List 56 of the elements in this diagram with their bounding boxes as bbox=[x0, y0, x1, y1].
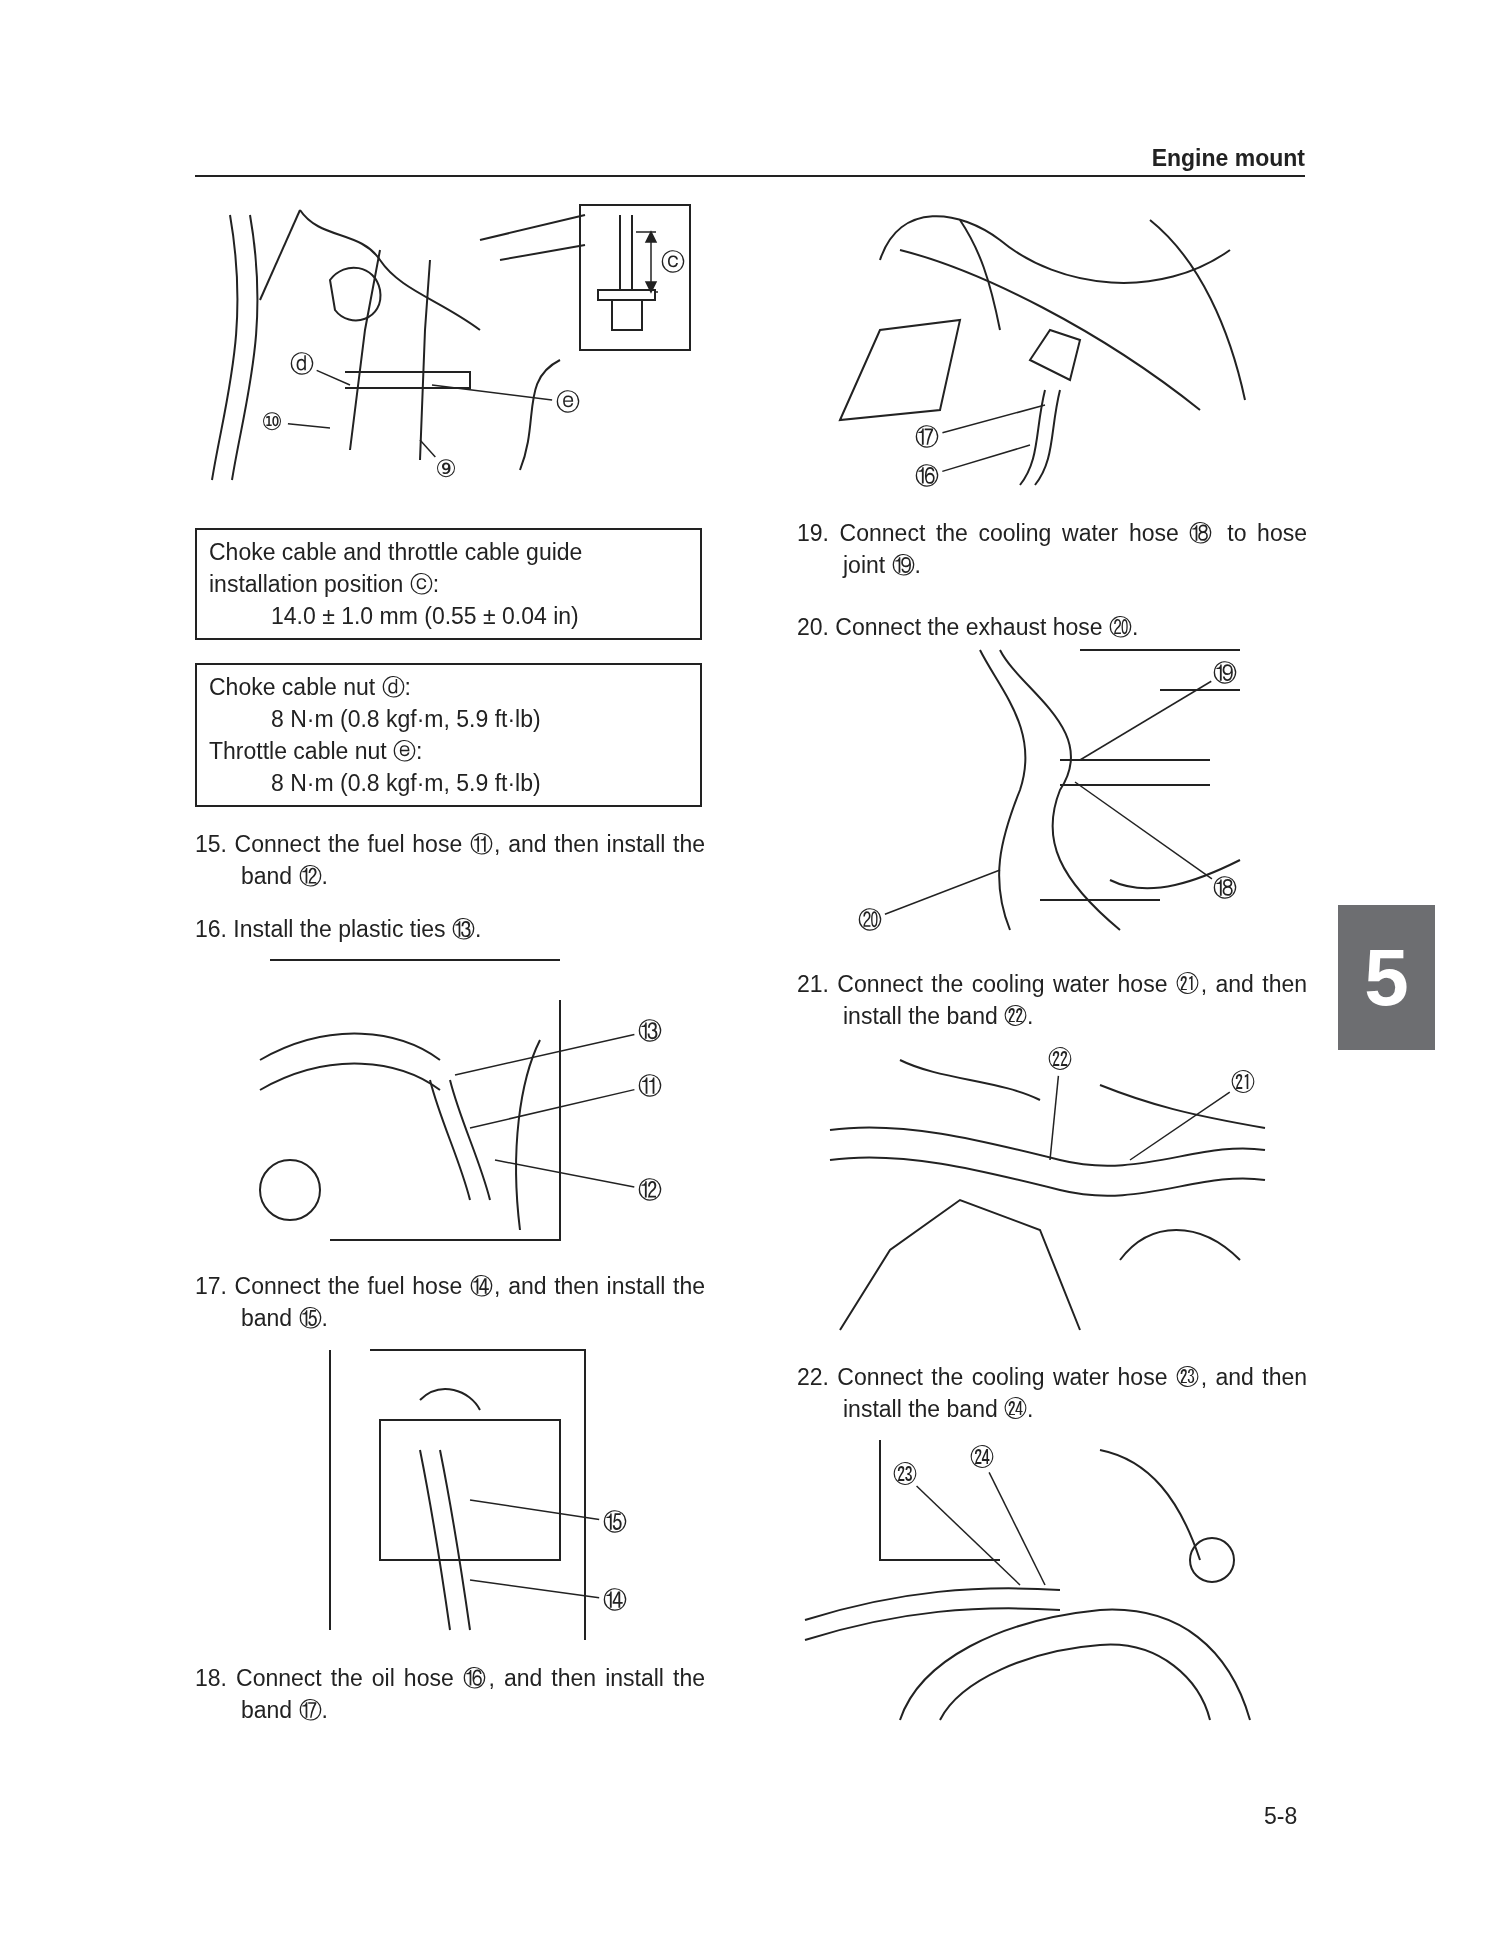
callout-number: ㉒ bbox=[1046, 1046, 1074, 1074]
spec-box bbox=[195, 663, 702, 807]
leader-line bbox=[1079, 680, 1213, 761]
page-heading: Engine mount bbox=[1151, 144, 1305, 173]
callout-number: ⑯ bbox=[913, 462, 941, 490]
step-text: 17. Connect the fuel hose ⑭, and then install the band ⑮. bbox=[195, 1272, 705, 1333]
callout-number: ⑬ bbox=[636, 1017, 664, 1045]
callout-number: ⑫ bbox=[636, 1176, 664, 1204]
spec-value: 8 N·m (0.8 kgf·m, 5.9 ft·lb) bbox=[271, 769, 542, 798]
leader-line bbox=[915, 1485, 1021, 1586]
callout-number: ⓓ bbox=[288, 350, 316, 378]
step-text: 21. Connect the cooling water hose ㉑, and then install the band ㉒. bbox=[797, 970, 1307, 1031]
callout-number: ㉔ bbox=[968, 1444, 996, 1472]
leader-line bbox=[431, 384, 553, 401]
page-number: 5-8 bbox=[1264, 1802, 1298, 1831]
step-text: 22. Connect the cooling water hose ㉓, and then install the band ㉔. bbox=[797, 1363, 1307, 1424]
dimension-label: ⓒ bbox=[660, 248, 686, 276]
callout-number: ⑩ bbox=[258, 408, 286, 436]
spec-box bbox=[195, 528, 702, 640]
step-text: 18. Connect the oil hose ⑯, and then install the band ⑰. bbox=[195, 1664, 705, 1725]
leader-line bbox=[941, 404, 1046, 434]
callout-number: ⑱ bbox=[1211, 874, 1239, 902]
step-text: 15. Connect the fuel hose ⑪, and then install the band ⑫. bbox=[195, 830, 705, 891]
spec-value: 8 N·m (0.8 kgf·m, 5.9 ft·lb) bbox=[271, 705, 542, 734]
leader-line bbox=[494, 1159, 636, 1188]
callout-number: ⑰ bbox=[913, 423, 941, 451]
leader-line bbox=[287, 422, 331, 429]
leader-line bbox=[469, 1499, 600, 1521]
leader-line bbox=[988, 1471, 1046, 1586]
spec-label: Choke cable nut ⓓ: bbox=[209, 673, 412, 702]
leader-line bbox=[419, 439, 437, 458]
callout-number: ⑪ bbox=[636, 1072, 664, 1100]
step-text: 16. Install the plastic ties ⑬. bbox=[195, 915, 483, 944]
leader-line bbox=[1074, 781, 1213, 880]
callout-number: ㉑ bbox=[1229, 1069, 1257, 1097]
leader-line bbox=[941, 444, 1031, 473]
step-text: 19. Connect the cooling water hose ⑱ to hose joint ⑲. bbox=[797, 519, 1307, 580]
leader-line bbox=[884, 869, 1001, 915]
callout-number: ⑨ bbox=[432, 455, 460, 483]
leader-line bbox=[469, 1579, 600, 1599]
leader-line bbox=[315, 369, 351, 386]
spec-label: Choke cable and throttle cable guide installation position ⓒ: bbox=[209, 538, 584, 599]
spec-label: Throttle cable nut ⓔ: bbox=[209, 737, 424, 766]
callout-number: ⑭ bbox=[601, 1586, 629, 1614]
callout-number: ⑳ bbox=[856, 906, 884, 934]
leader-line bbox=[1049, 1075, 1060, 1161]
step-text: 20. Connect the exhaust hose ⑳. bbox=[797, 613, 1140, 642]
callout-number: ⑲ bbox=[1211, 659, 1239, 687]
spec-value: 14.0 ± 1.0 mm (0.55 ± 0.04 in) bbox=[271, 602, 580, 631]
leader-line bbox=[1129, 1091, 1231, 1161]
leader-line bbox=[454, 1033, 636, 1076]
callout-number: ⑮ bbox=[601, 1508, 629, 1536]
callout-number: ⓔ bbox=[554, 388, 582, 416]
chapter-tab: 5 bbox=[1338, 905, 1435, 1050]
leader-line bbox=[469, 1088, 636, 1129]
callout-number: ㉓ bbox=[891, 1461, 919, 1489]
